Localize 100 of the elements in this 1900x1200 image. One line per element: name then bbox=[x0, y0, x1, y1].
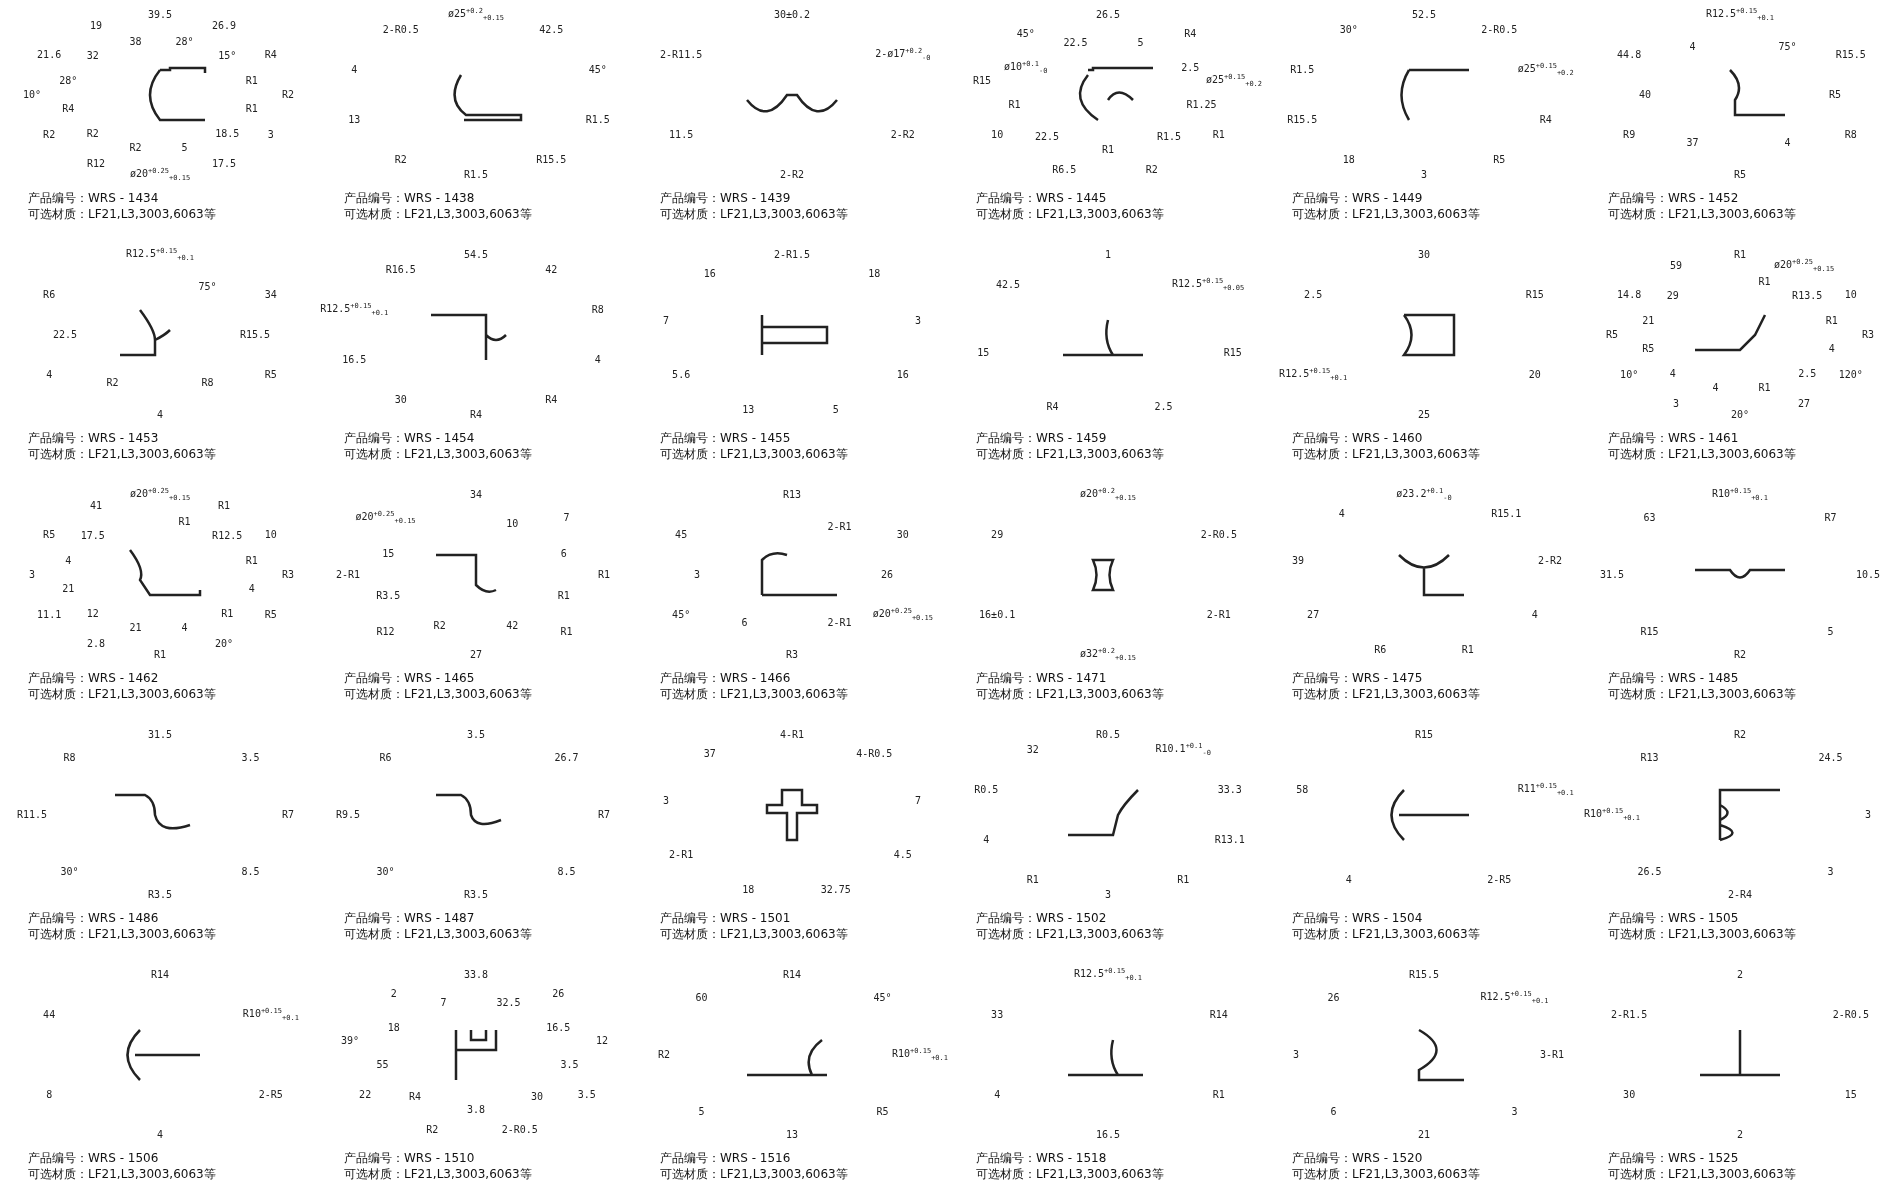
dimension-text: 120° bbox=[1838, 370, 1863, 380]
dimension-text: 42 bbox=[506, 620, 519, 631]
dimension-text: 18 bbox=[1342, 154, 1355, 165]
dimension-text: 2-R1 bbox=[335, 570, 361, 580]
dimension-text: R9.5 bbox=[335, 810, 361, 820]
dimension-text: 16±0.1 bbox=[979, 610, 1016, 620]
dimension-text: 3.5 bbox=[560, 1059, 579, 1070]
dimension-text: R1 bbox=[1734, 250, 1746, 260]
dimension-text: 30° bbox=[60, 866, 79, 877]
dimension-text: 20 bbox=[1528, 370, 1541, 380]
dimension-text: 2-R1 bbox=[669, 850, 694, 860]
dimension-text: R1 bbox=[245, 104, 258, 115]
dimension-text: 42 bbox=[545, 265, 558, 276]
dimension-text: 11.1 bbox=[37, 610, 62, 620]
dimension-text: 3 bbox=[29, 570, 35, 580]
dimension-text: R4 bbox=[1184, 28, 1197, 39]
dimension-text: 4 bbox=[157, 410, 163, 420]
product-number: 产品编号：WRS - 1487 bbox=[344, 910, 475, 927]
dimension-text: 30 bbox=[531, 1092, 544, 1103]
dimension-text: 10° bbox=[1620, 370, 1639, 380]
dimension-text: 3 bbox=[1421, 170, 1427, 180]
dimension-text: R8 bbox=[201, 377, 214, 388]
dimension-text: R2 bbox=[282, 90, 294, 100]
product-number: 产品编号：WRS - 1445 bbox=[976, 190, 1107, 207]
dimension-text: R2 bbox=[426, 1125, 439, 1136]
dimension-text: 20° bbox=[214, 639, 234, 650]
dimension-text: 5 bbox=[1827, 626, 1834, 637]
dimension-text: 4 bbox=[181, 623, 188, 634]
dimension-text: 2.5 bbox=[1798, 368, 1817, 379]
material-list: 可选材质：LF21,L3,3003,6063等 bbox=[1292, 1166, 1480, 1183]
dimension-text: R4 bbox=[545, 394, 558, 405]
dimension-text: 12 bbox=[86, 608, 99, 619]
dimension-text: 32.75 bbox=[820, 885, 851, 896]
dimension-text: 2-R2 bbox=[779, 170, 805, 180]
dimension-text: 2-R5 bbox=[258, 1090, 283, 1100]
dimension-text: R2 bbox=[43, 130, 56, 140]
dimension-text: 2-R4 bbox=[1727, 890, 1753, 900]
dimension-text: 38 bbox=[129, 36, 142, 47]
dimension-text: R15 bbox=[972, 76, 991, 87]
dimension-text: 29 bbox=[991, 530, 1004, 540]
dimension-text: R6 bbox=[379, 753, 392, 764]
dimension-text: 59 bbox=[1670, 260, 1682, 271]
dimension-text: 32 bbox=[86, 51, 99, 62]
dimension-text: R1.5 bbox=[463, 170, 489, 180]
dimension-text: 25 bbox=[1418, 410, 1430, 420]
dimension-text: R2 bbox=[1734, 650, 1746, 660]
material-list: 可选材质：LF21,L3,3003,6063等 bbox=[1608, 1166, 1796, 1183]
dimension-text: 22 bbox=[359, 1090, 372, 1100]
dimension-text: 17.5 bbox=[80, 531, 105, 542]
dimension-text: 27 bbox=[470, 650, 482, 660]
dimension-text: 3 bbox=[1293, 1050, 1299, 1060]
dimension-text: R8 bbox=[63, 753, 76, 764]
dimension-text: 39.5 bbox=[147, 10, 173, 20]
dimension-text: 22.5 bbox=[52, 330, 78, 340]
material-list: 可选材质：LF21,L3,3003,6063等 bbox=[1608, 686, 1796, 703]
product-number: 产品编号：WRS - 1485 bbox=[1608, 670, 1739, 687]
product-number: 产品编号：WRS - 1452 bbox=[1608, 190, 1739, 207]
material-list: 可选材质：LF21,L3,3003,6063等 bbox=[28, 1166, 216, 1183]
dimension-text: 10.5 bbox=[1855, 570, 1881, 580]
material-list: 可选材质：LF21,L3,3003,6063等 bbox=[660, 446, 848, 463]
dimension-text: 16 bbox=[703, 268, 716, 279]
dimension-text: R1 bbox=[560, 626, 573, 637]
dimension-text: 16 bbox=[896, 370, 909, 380]
dimension-text: 2-R2 bbox=[890, 130, 915, 140]
dimension-text: 4.5 bbox=[893, 850, 912, 860]
dimension-text: 60 bbox=[695, 993, 708, 1004]
dimension-text: R3.5 bbox=[376, 591, 401, 602]
dimension-text: R1 bbox=[218, 500, 230, 511]
dimension-text: 5 bbox=[698, 1106, 705, 1117]
product-number: 产品编号：WRS - 1454 bbox=[344, 430, 475, 447]
dimension-text: 13 bbox=[742, 405, 755, 416]
dimension-text: 3 bbox=[1105, 890, 1111, 900]
dimension-text: 28° bbox=[59, 75, 78, 86]
dimension-text: 3 bbox=[1673, 399, 1679, 410]
dimension-text: 2.5 bbox=[1304, 290, 1323, 300]
dimension-text: R15 bbox=[1223, 347, 1242, 358]
dimension-text: R9 bbox=[1623, 130, 1636, 140]
dimension-text: 31.5 bbox=[147, 730, 173, 740]
dimension-text: 2 bbox=[1737, 1130, 1743, 1140]
product-number: 产品编号：WRS - 1465 bbox=[344, 670, 475, 687]
dimension-text: R1 bbox=[178, 516, 191, 527]
dimension-text: R1 bbox=[1825, 315, 1838, 326]
dimension-text: 2-R1.5 bbox=[773, 250, 811, 260]
dimension-text: R0.5 bbox=[974, 785, 999, 796]
dimension-text: R1 bbox=[245, 555, 258, 566]
dimension-text: R1 bbox=[1461, 645, 1474, 656]
dimension-text: 2-R1.5 bbox=[1611, 1010, 1648, 1020]
material-list: 可选材质：LF21,L3,3003,6063等 bbox=[344, 206, 532, 223]
dimension-text: 11.5 bbox=[669, 130, 694, 140]
dimension-text: 3.5 bbox=[577, 1090, 596, 1100]
dimension-text: 37 bbox=[1686, 137, 1699, 148]
material-list: 可选材质：LF21,L3,3003,6063等 bbox=[1292, 446, 1480, 463]
dimension-text: 3 bbox=[1865, 810, 1871, 820]
dimension-text: 26 bbox=[552, 988, 565, 999]
product-number: 产品编号：WRS - 1471 bbox=[976, 670, 1107, 687]
dimension-text: 4 bbox=[994, 1090, 1001, 1100]
dimension-text: R3 bbox=[1862, 330, 1874, 340]
dimension-text: 14.8 bbox=[1617, 290, 1642, 300]
product-number: 产品编号：WRS - 1461 bbox=[1608, 430, 1739, 447]
dimension-text: R1 bbox=[1758, 383, 1771, 394]
